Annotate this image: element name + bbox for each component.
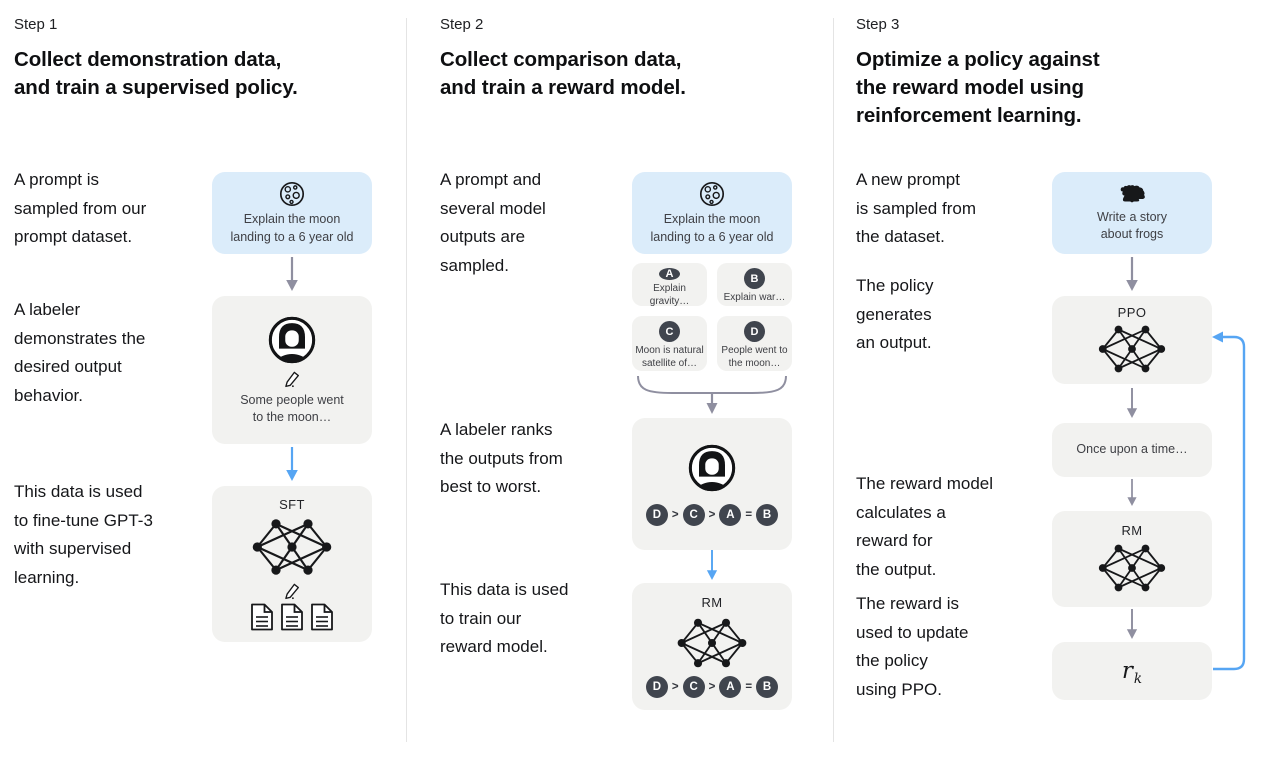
- frog-icon: [1117, 183, 1147, 205]
- output-letter-badge: A: [659, 268, 680, 280]
- labeler-avatar-icon: [266, 314, 318, 366]
- step2-labeler-box: D > C > A = B: [632, 418, 792, 550]
- step1-caption-finetune: This data is used to fine-tune GPT-3 wit…: [14, 482, 153, 587]
- neural-network-icon: [1094, 541, 1170, 595]
- documents-icon: [251, 603, 333, 631]
- step1-labeler-box: Some people went to the moon…: [212, 296, 372, 444]
- rank-separator: >: [708, 681, 716, 693]
- arrow-down-icon: [1125, 609, 1139, 639]
- arrow-down-icon: [1125, 257, 1139, 291]
- output-box-a: A Explain gravity…: [632, 263, 707, 307]
- step3-caption-prompt: A new prompt is sampled from the dataset…: [856, 170, 976, 246]
- step3-caption-policy: The policy generates an output.: [856, 276, 934, 352]
- step2-prompt-text: Explain the moon landing to a 6 year old: [650, 212, 774, 244]
- output-box-c: C Moon is natural satellite of…: [632, 316, 707, 371]
- step3-reward-model-box: RM: [1052, 511, 1212, 607]
- rank-letter-badge: B: [756, 676, 779, 698]
- moon-icon: [278, 180, 306, 208]
- step2-caption-ranks: A labeler ranks the outputs from best to…: [440, 420, 563, 496]
- step3-caption-reward: The reward model calculates a reward for…: [856, 474, 994, 579]
- column-divider-1: [406, 18, 407, 742]
- arrow-down-icon: [705, 550, 719, 580]
- step1-caption-prompt: A prompt is sampled from our prompt data…: [14, 170, 147, 246]
- feedback-loop-arrow-icon: [1212, 331, 1246, 671]
- rank-separator: >: [671, 681, 679, 693]
- step1-prompt-text: Explain the moon landing to a 6 year old: [230, 212, 354, 244]
- step2-prompt-box: Explain the moon landing to a 6 year old: [632, 172, 792, 254]
- output-letter-badge: D: [744, 321, 765, 342]
- step3-prompt-box: Write a story about frogs: [1052, 172, 1212, 254]
- step3-reward-value-box: rk: [1052, 642, 1212, 700]
- arrow-down-icon: [1125, 479, 1139, 506]
- neural-network-icon: [1094, 322, 1170, 376]
- arrow-down-icon: [285, 447, 299, 481]
- reward-subscript: k: [1133, 671, 1143, 687]
- step1-sft-model-box: SFT: [212, 486, 372, 642]
- ranking-row: D > C > A = B: [645, 676, 779, 698]
- step1-label: Step 1: [14, 16, 58, 33]
- output-box-b: B Explain war…: [717, 263, 792, 306]
- step3-caption-update: The reward is used to update the policy …: [856, 594, 969, 699]
- step1-caption-labeler: A labeler demonstrates the desired outpu…: [14, 300, 146, 405]
- rank-letter-badge: A: [719, 676, 742, 698]
- step1-prompt-box: Explain the moon landing to a 6 year old: [212, 172, 372, 254]
- output-box-d: D People went to the moon…: [717, 316, 792, 371]
- step3-prompt-text: Write a story about frogs: [1097, 209, 1167, 242]
- step2-reward-model-box: RM D > C > A = B: [632, 583, 792, 710]
- step3-output-box: Once upon a time…: [1052, 423, 1212, 477]
- rank-letter-badge: B: [756, 504, 779, 526]
- step2-caption-train: This data is used to train our reward mo…: [440, 580, 569, 656]
- rank-separator: =: [745, 509, 753, 521]
- rank-letter-badge: C: [682, 676, 705, 698]
- output-d-text: People went to the moon…: [721, 345, 788, 369]
- ranking-row: D > C > A = B: [645, 504, 779, 526]
- step1-demonstration-text: Some people went to the moon…: [240, 392, 344, 425]
- arrow-down-icon: [285, 257, 299, 291]
- labeler-avatar-icon: [686, 442, 738, 494]
- moon-icon: [698, 180, 726, 208]
- rank-letter-badge: D: [645, 676, 668, 698]
- arrow-down-icon: [1125, 388, 1139, 418]
- output-b-text: Explain war…: [723, 292, 786, 303]
- step3-output-text: Once upon a time…: [1076, 442, 1188, 457]
- neural-network-icon: [248, 515, 336, 579]
- rank-letter-badge: D: [645, 504, 668, 526]
- output-letter-badge: C: [659, 321, 680, 342]
- pencil-icon: [283, 582, 301, 600]
- sft-model-label: SFT: [279, 497, 305, 512]
- pencil-icon: [283, 370, 301, 388]
- rm-model-label: RM: [701, 595, 723, 610]
- column-divider-2: [833, 18, 834, 742]
- reward-value: rk: [1121, 658, 1143, 687]
- rank-separator: >: [708, 509, 716, 521]
- reward-symbol: r: [1121, 658, 1133, 684]
- rank-letter-badge: A: [719, 504, 742, 526]
- merge-arrow-icon: [637, 375, 787, 414]
- step2-label: Step 2: [440, 16, 484, 33]
- output-a-text: Explain gravity…: [649, 283, 690, 307]
- step3-title: Optimize a policy against the reward mod…: [856, 48, 1100, 127]
- neural-network-icon: [673, 615, 751, 671]
- ppo-policy-label: PPO: [1117, 304, 1147, 320]
- rank-separator: >: [671, 509, 679, 521]
- rank-separator: =: [745, 681, 753, 693]
- step2-caption-sampled: A prompt and several model outputs are s…: [440, 170, 546, 275]
- rank-letter-badge: C: [682, 504, 705, 526]
- step2-title: Collect comparison data, and train a rew…: [440, 48, 686, 99]
- step3-ppo-policy-box: PPO: [1052, 296, 1212, 384]
- step3-label: Step 3: [856, 16, 900, 33]
- output-c-text: Moon is natural satellite of…: [635, 345, 704, 369]
- output-letter-badge: B: [744, 268, 765, 289]
- rm-model-label: RM: [1121, 523, 1143, 538]
- step1-title: Collect demonstration data, and train a …: [14, 48, 298, 99]
